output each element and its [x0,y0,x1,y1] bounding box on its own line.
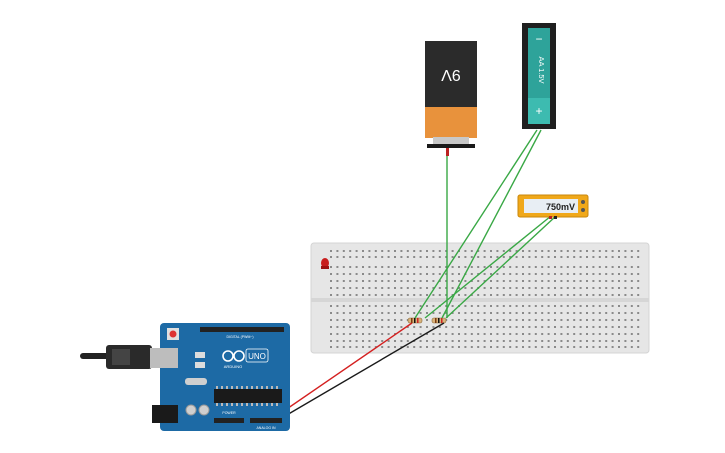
multimeter[interactable]: 750mV [517,194,589,219]
battery-9v-lead [446,148,449,156]
battery-9v-clip [427,144,475,148]
reset-button[interactable] [169,330,177,338]
multimeter-probe-black [554,216,557,219]
battery-9v-terminals [433,137,469,145]
wire-aa-to-resistor-1[interactable] [414,129,538,319]
wire-aa-to-resistor-2[interactable] [441,129,542,319]
atmega-chip [214,389,282,403]
arduino-analog-label: ANALOG IN [256,426,276,430]
battery-9v[interactable]: 9V [425,41,477,156]
arduino-digital-header[interactable] [200,327,284,332]
breadboard-holes [330,250,640,348]
multimeter-knob [581,200,585,204]
resistor-2[interactable] [431,317,447,324]
usb-port [150,348,178,368]
arduino-logo: UNO ARDUINO [222,348,269,369]
multimeter-knob-2 [581,208,585,212]
breadboard-center-channel [311,298,649,302]
multimeter-screen [524,199,578,213]
wire-meter-probe-2[interactable] [445,215,557,319]
battery-9v-bottom [425,107,477,138]
arduino-brand-label: UNO [248,352,266,361]
battery-aa-plus: + [535,104,542,118]
wire-meter-probe-1[interactable] [424,215,552,319]
arduino-digital-label: DIGITAL (PWM~) [226,335,253,339]
wires[interactable] [261,129,557,427]
battery-9v-body [425,41,477,107]
led[interactable] [321,258,329,269]
wire-black[interactable] [267,322,445,427]
multimeter-probe-red [549,216,552,219]
multimeter-reading: 750mV [546,202,575,212]
resistor-1[interactable] [407,317,423,324]
chip-pins [216,386,278,406]
power-jack [152,405,178,423]
battery-aa[interactable]: − + AA 1.5V [522,23,556,129]
arduino-uno[interactable]: DIGITAL (PWM~) UNO ARDUINO POWER ANALOG … [150,323,290,431]
arduino-power-label: POWER [222,411,236,415]
battery-aa-plus-end [528,98,550,124]
battery-aa-minus: − [535,32,542,46]
battery-aa-label: AA 1.5V [537,56,546,83]
arduino-maker-label: ARDUINO [224,364,242,369]
arduino-analog-header[interactable] [250,418,282,423]
battery-9v-label: 9V [441,66,461,83]
arduino-power-header[interactable] [214,418,244,423]
breadboard[interactable] [310,242,650,354]
